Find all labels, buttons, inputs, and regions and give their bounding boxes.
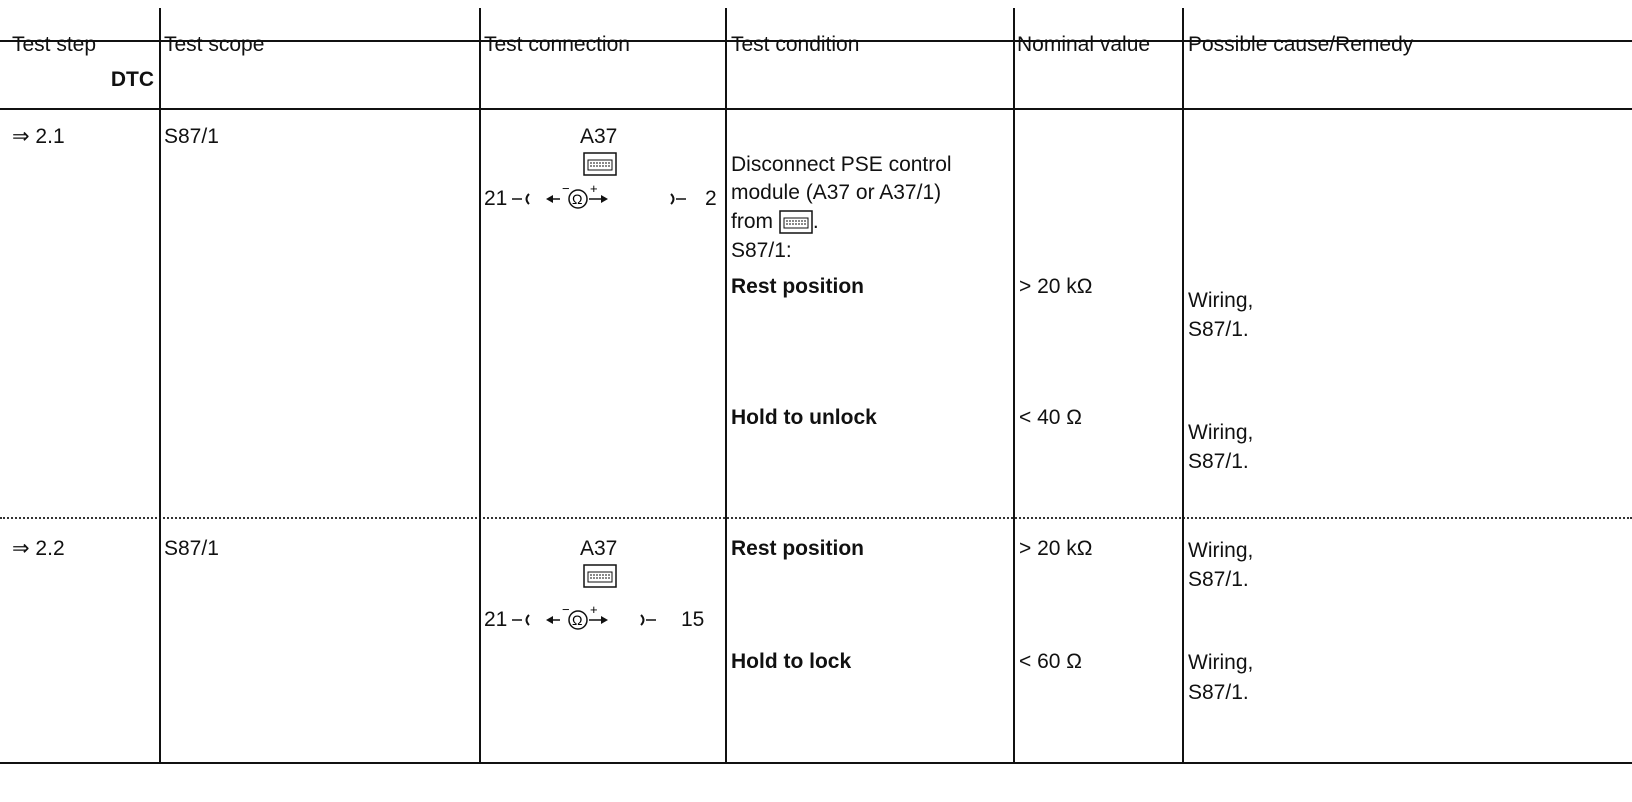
- svg-text:+: +: [590, 184, 598, 196]
- connector-icon: [779, 210, 813, 235]
- header-dtc: DTC: [110, 68, 154, 91]
- row1-pin-right: 2: [705, 187, 717, 210]
- row2-pin-right: 15: [681, 608, 705, 631]
- header-test-scope: Test scope: [164, 33, 265, 56]
- row2-check2-nominal: < 60 Ω: [1019, 650, 1082, 673]
- svg-text:+: +: [590, 605, 598, 617]
- row2-check1-nominal: > 20 kΩ: [1019, 537, 1093, 560]
- row1-condition-from: from: [731, 210, 773, 233]
- svg-text:Ω: Ω: [572, 191, 582, 207]
- header-test-connection: Test connection: [484, 33, 630, 56]
- row2-check1-condition: Rest position: [731, 537, 865, 560]
- row1-test-step: ⇒ 2.1: [12, 125, 65, 148]
- row1-check2-remedy-2: S87/1.: [1188, 450, 1249, 473]
- row2-test-step: ⇒ 2.2: [12, 537, 65, 560]
- row2-check1-remedy-2: S87/1.: [1188, 568, 1249, 591]
- row1-condition-line2: module (A37 or A37/1): [731, 181, 942, 204]
- row1-test-connection: A37 21 − Ω + 2: [484, 124, 722, 219]
- row2-ohmmeter-icon: − Ω +: [512, 605, 656, 630]
- row1-check2-condition: Hold to unlock: [731, 406, 877, 429]
- row1-ohmmeter-icon: − Ω +: [512, 184, 686, 209]
- header-test-step: Test step: [12, 33, 97, 56]
- svg-text:−: −: [562, 605, 570, 617]
- header-nominal-value: Nominal value: [1017, 33, 1151, 56]
- row1-check1-remedy-1: Wiring,: [1188, 289, 1254, 312]
- row1-test-scope: S87/1: [164, 125, 219, 148]
- row1-module-label: A37: [580, 125, 618, 148]
- row2-check1-remedy-1: Wiring,: [1188, 539, 1254, 562]
- header-possible-cause: Possible cause/Remedy: [1188, 33, 1414, 56]
- row2-check2-remedy-1: Wiring,: [1188, 651, 1254, 674]
- table-top-border: [0, 40, 1632, 42]
- header-bottom-border: [0, 108, 1632, 110]
- col-divider-3: [725, 8, 727, 764]
- row1-condition-line3: from .: [731, 210, 819, 235]
- row1-pin-left: 21: [484, 187, 508, 210]
- col-divider-2: [479, 8, 481, 764]
- row1-condition-line1: Disconnect PSE control: [731, 153, 952, 176]
- row2-check2-remedy-2: S87/1.: [1188, 681, 1249, 704]
- row2-test-scope: S87/1: [164, 537, 219, 560]
- row1-check2-remedy-1: Wiring,: [1188, 421, 1254, 444]
- row-separator: [0, 517, 1632, 519]
- row1-check1-condition: Rest position: [731, 275, 865, 298]
- col-divider-4: [1013, 8, 1015, 764]
- row1-check1-remedy-2: S87/1.: [1188, 318, 1249, 341]
- row1-connector-icon: [583, 152, 617, 176]
- col-divider-5: [1182, 8, 1184, 764]
- col-divider-1: [159, 8, 161, 764]
- row1-condition-line4: S87/1:: [731, 239, 792, 262]
- table-bottom-border: [0, 762, 1632, 764]
- row2-pin-left: 21: [484, 608, 508, 631]
- row2-connector-icon: [583, 564, 617, 588]
- row1-check1-nominal: > 20 kΩ: [1019, 275, 1093, 298]
- svg-text:−: −: [562, 184, 570, 196]
- row1-check2-nominal: < 40 Ω: [1019, 406, 1082, 429]
- row2-module-label: A37: [580, 537, 618, 560]
- svg-text:Ω: Ω: [572, 612, 582, 628]
- row2-check2-condition: Hold to lock: [731, 650, 852, 673]
- header-test-condition: Test condition: [731, 33, 860, 56]
- row2-test-connection: A37 21 − Ω + 15: [484, 536, 722, 631]
